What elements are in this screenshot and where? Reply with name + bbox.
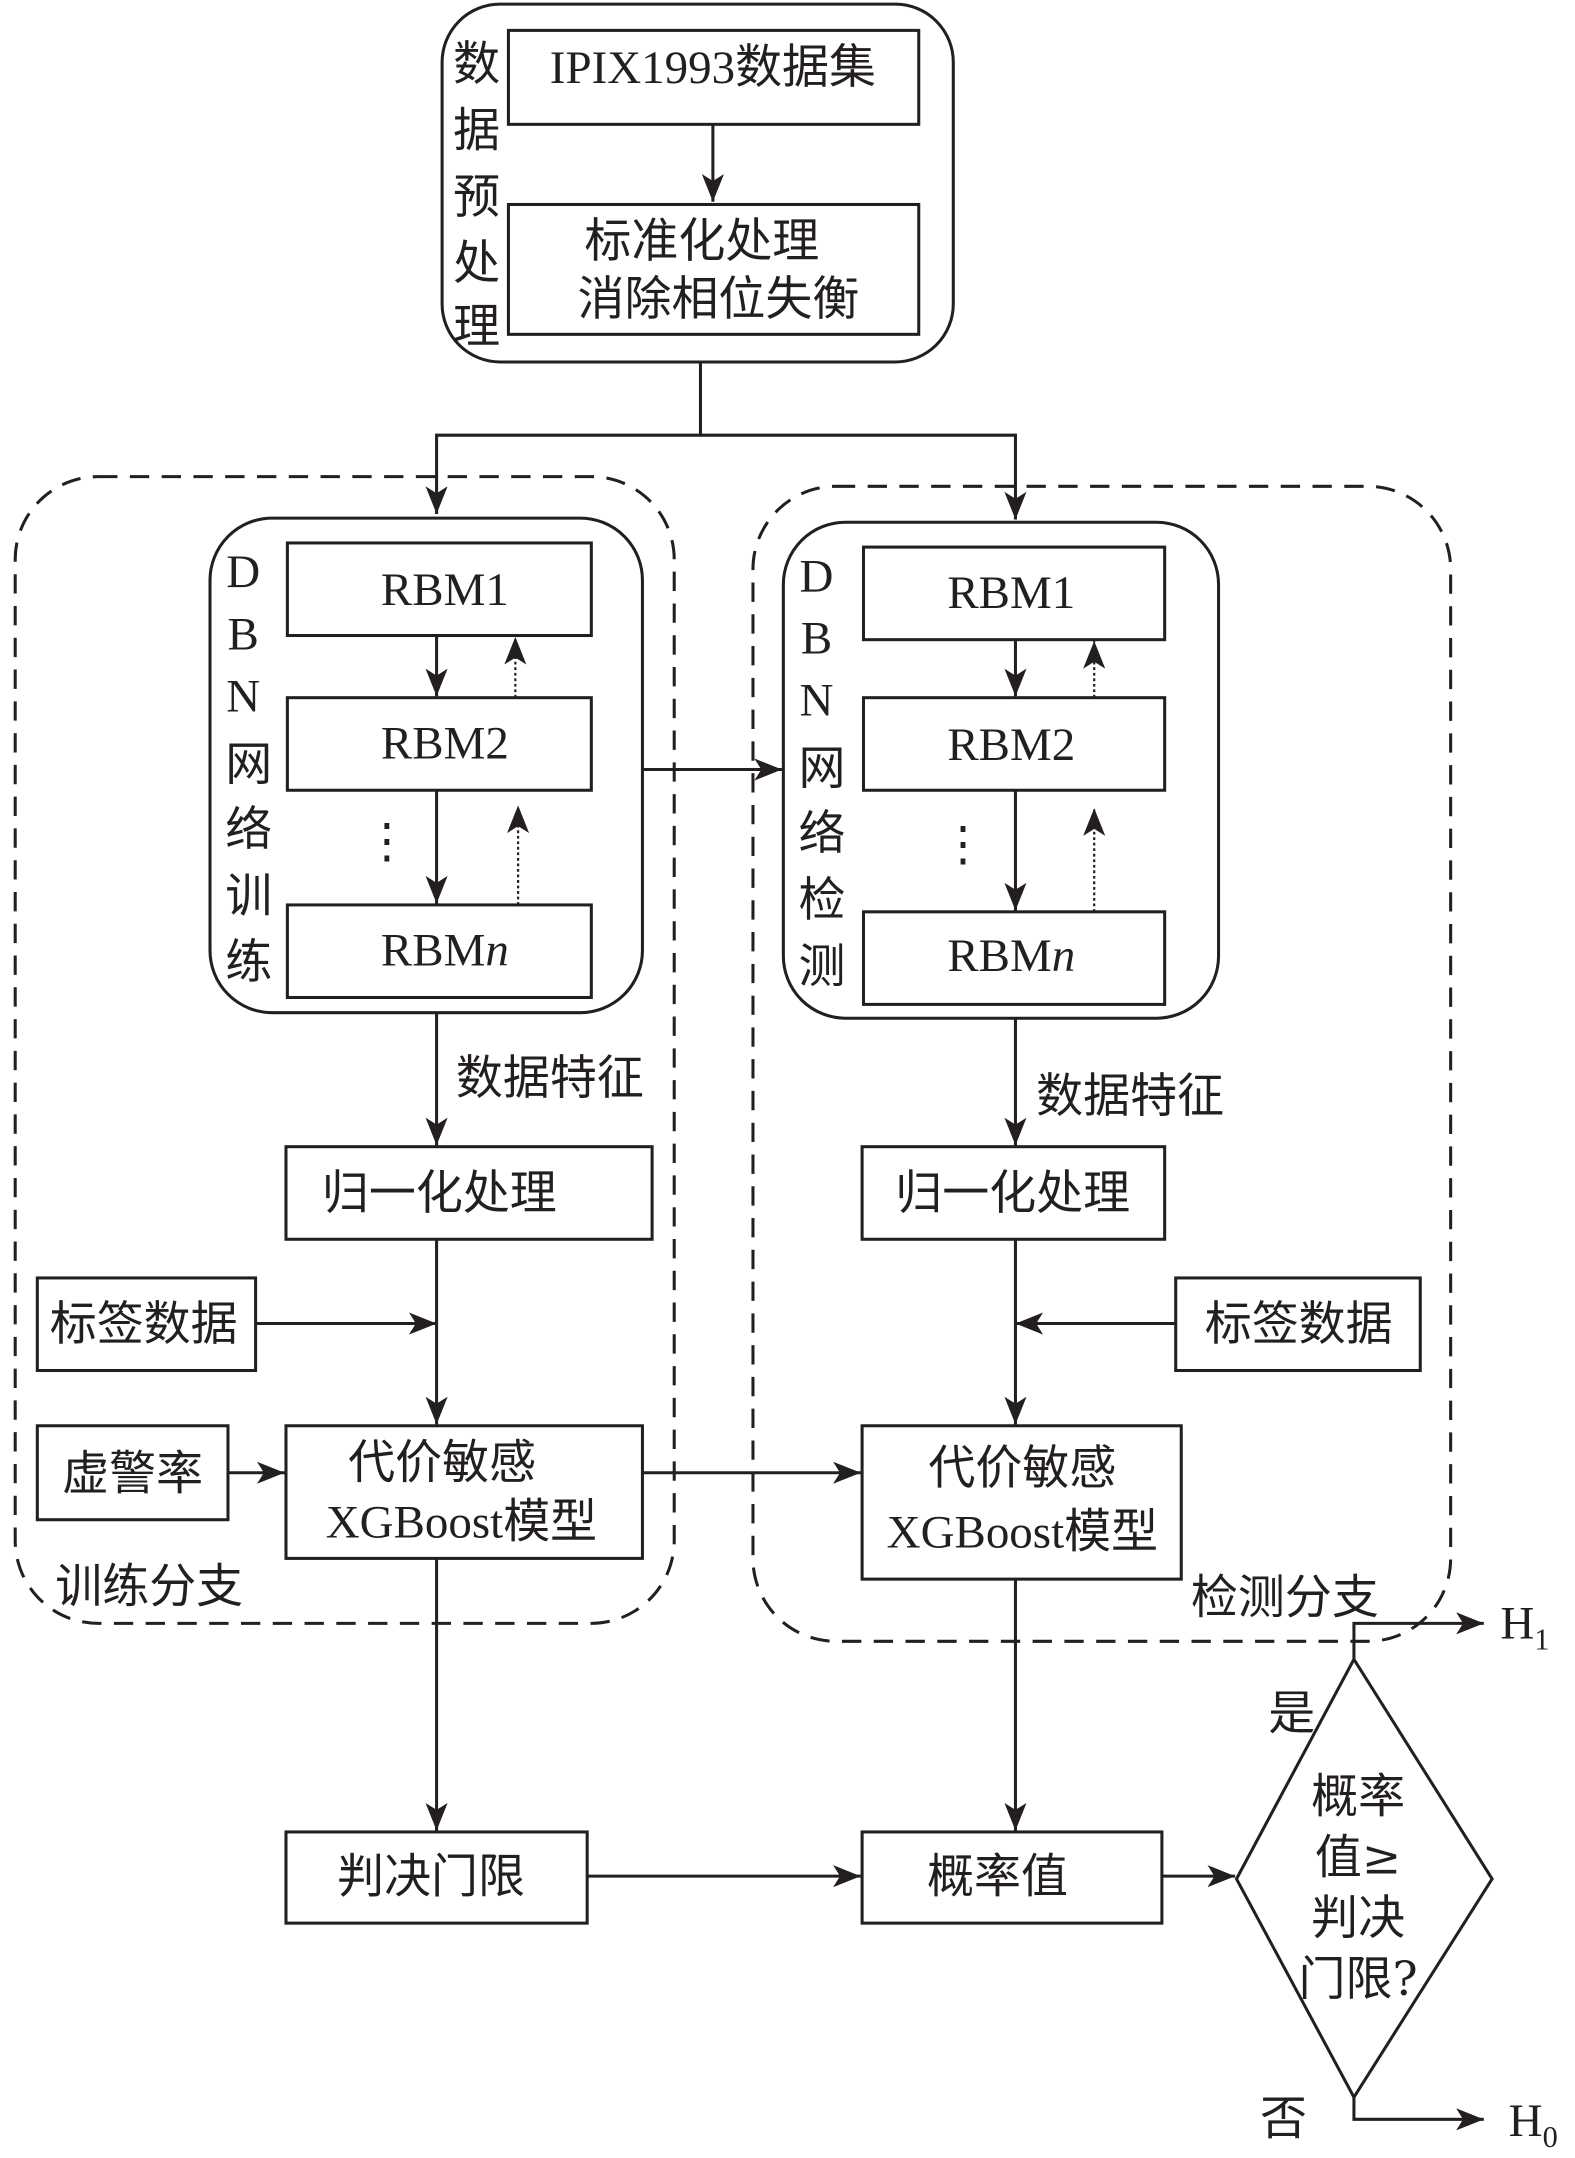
- detect-ellipsis: ⋮: [939, 818, 986, 870]
- detect-dbn-label-char: 网: [799, 742, 846, 797]
- train-model-label-line1: 代价敏感: [348, 1435, 536, 1490]
- threshold-label: 判决门限: [337, 1850, 525, 1905]
- detect-dbn-label-char: 络: [799, 807, 846, 862]
- standardize-box: [506, 202, 921, 336]
- train-rbm2-box: [285, 696, 593, 792]
- detect-model-label-line2: XGBoost模型: [887, 1506, 1158, 1558]
- train-ellipsis: ⋮: [363, 816, 410, 868]
- detect-dbn-label-char: N: [800, 675, 834, 727]
- arrow-to-detect-dbn: [700, 433, 1027, 520]
- detect-rbm2-label: RBM2: [947, 719, 1075, 771]
- detect-model-label-line1: 代价敏感: [928, 1441, 1116, 1496]
- detect-feature-label: 数据特征: [1036, 1069, 1224, 1124]
- detect-dbn-label-char: B: [801, 612, 832, 664]
- detect-branch-container: [751, 484, 1453, 1643]
- decision-question-line2: 值≥: [1315, 1830, 1401, 1885]
- arrow-yes-to-h1: [1352, 1612, 1484, 1660]
- detect-label-data-label: 标签数据: [1205, 1297, 1393, 1352]
- train-label-data-box: [35, 1276, 258, 1373]
- preprocess-label-char: 据: [453, 103, 500, 158]
- detect-dbn-vertical-label: D B N 网 络 检 测: [799, 550, 846, 994]
- detect-branch-label: 检测分支: [1191, 1571, 1379, 1626]
- detect-model-box: [860, 1424, 1183, 1581]
- detect-dbn-label-char: 检: [799, 873, 846, 928]
- train-rbmn-label: RBMn: [381, 925, 509, 977]
- h0-label: H0: [1509, 2095, 1558, 2154]
- detect-dbn-label-char: D: [800, 550, 834, 602]
- train-normalize-box: [284, 1145, 654, 1241]
- train-rbmn-box: [285, 903, 593, 1000]
- preprocess-label-char: 理: [453, 300, 500, 355]
- train-dbn-label-char: D: [226, 546, 260, 598]
- train-model-box: [284, 1424, 644, 1560]
- probability-label: 概率值: [927, 1850, 1068, 1905]
- detect-rbmn-box: [861, 910, 1167, 1006]
- train-dbn-label-char: 练: [225, 935, 272, 990]
- no-label: 否: [1260, 2092, 1307, 2147]
- decision-question-line3: 判决: [1311, 1891, 1405, 1946]
- arrow-no-to-h0: [1352, 2097, 1484, 2131]
- preprocess-label-char: 处: [453, 236, 500, 291]
- train-dbn-label-char: 络: [225, 803, 272, 858]
- preprocess-label-char: 数: [453, 37, 500, 92]
- train-branch-container: [13, 475, 676, 1625]
- train-rbm1-label: RBM1: [381, 564, 509, 616]
- standardize-label-line1: 标准化处理: [584, 214, 819, 269]
- preprocess-vertical-label: 数 据 预 处 理: [453, 37, 500, 354]
- preprocess-group: 数 据 预 处 理 IPIX1993数据集 标准化处理 消除相位失衡: [440, 2, 955, 364]
- detect-dbn-label-char: 测: [799, 939, 846, 994]
- h1-label: H1: [1500, 1598, 1549, 1657]
- false-alarm-label: 虚警率: [62, 1446, 203, 1501]
- probability-box: [860, 1830, 1164, 1925]
- dataset-label: IPIX1993数据集: [550, 42, 876, 94]
- train-dbn-vertical-label: D B N 网 络 训 练: [225, 546, 272, 990]
- decision-diamond: [1234, 1656, 1494, 2101]
- detect-normalize-label: 归一化处理: [895, 1166, 1130, 1221]
- detect-rbm1-label: RBM1: [947, 567, 1075, 619]
- train-branch: D B N 网 络 训 练 RBM1 RBM2 RBMn ⋮ 数据特征 归一化处…: [13, 475, 676, 1625]
- train-label-data-label: 标签数据: [50, 1297, 238, 1352]
- train-dbn-container: [208, 516, 644, 1015]
- train-dbn-label-char: N: [226, 671, 260, 723]
- detect-normalize-box: [860, 1145, 1167, 1241]
- detect-dbn-container: [781, 520, 1221, 1020]
- preprocess-container: [440, 2, 955, 364]
- train-rbm2-label: RBM2: [381, 717, 509, 769]
- decision-section: 判决门限 概率值 概率 值≥ 判决 门限? 是 否 H1 H0: [284, 1558, 1558, 2154]
- train-dbn-label-char: 训: [225, 869, 272, 924]
- train-normalize-label: 归一化处理: [322, 1166, 557, 1221]
- decision-question-line1: 概率: [1311, 1770, 1405, 1825]
- threshold-box: [284, 1830, 589, 1925]
- train-branch-label: 训练分支: [55, 1560, 243, 1615]
- standardize-label-line2: 消除相位失衡: [578, 272, 860, 327]
- preprocess-label-char: 预: [453, 170, 500, 225]
- train-rbm1-box: [285, 541, 593, 638]
- train-dbn-label-char: B: [228, 608, 259, 660]
- train-model-label-line2: XGBoost模型: [326, 1497, 597, 1549]
- train-feature-label: 数据特征: [456, 1051, 644, 1106]
- train-dbn-label-char: 网: [225, 738, 272, 793]
- arrow-to-train-dbn: [425, 361, 702, 514]
- yes-label: 是: [1268, 1687, 1315, 1742]
- decision-question-line4: 门限?: [1299, 1952, 1418, 2007]
- detect-branch: D B N 网 络 检 测 RBM1 RBM2 RBMn ⋮ 数据特征 归一化处…: [751, 484, 1453, 1643]
- detect-label-data-box: [1174, 1276, 1422, 1373]
- detect-rbmn-label: RBMn: [947, 930, 1075, 982]
